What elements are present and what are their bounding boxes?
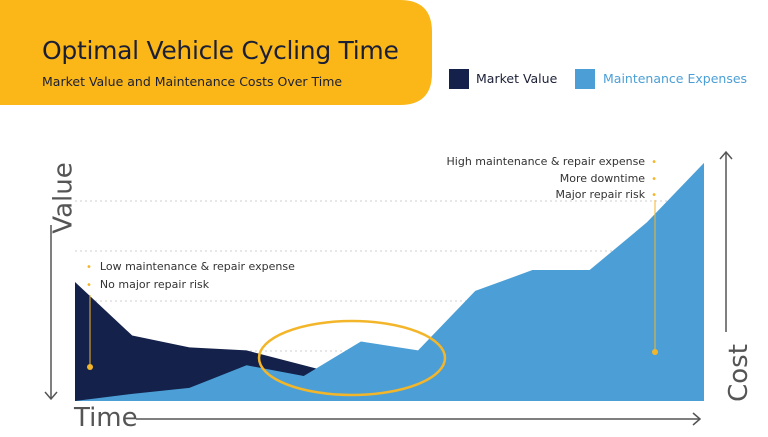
annotation-high-maintenance: High maintenance & repair expense <box>447 155 657 168</box>
y-axis-label-cost: Cost <box>723 344 754 402</box>
annotation-major-repair-risk: Major repair risk <box>556 188 657 201</box>
chart-axes <box>44 150 733 426</box>
legend-swatch-market-value <box>449 69 469 89</box>
annotation-no-major-repair: No major repair risk <box>86 278 209 291</box>
highlight-ellipse <box>257 319 447 397</box>
annotation-more-downtime: More downtime <box>560 172 657 185</box>
x-axis-label-time: Time <box>74 403 138 433</box>
right-leader-dot <box>652 349 658 355</box>
legend-swatch-maintenance <box>575 69 595 89</box>
x-axis-arrow <box>692 412 702 426</box>
title-banner <box>0 0 432 105</box>
page-title: Optimal Vehicle Cycling Time <box>42 36 399 65</box>
annotation-low-maintenance: Low maintenance & repair expense <box>86 260 295 273</box>
y-axis-label-value: Value <box>48 162 79 234</box>
chart-areas <box>75 162 704 401</box>
legend-label-maintenance: Maintenance Expenses <box>603 71 748 86</box>
left-axis-arrow <box>44 391 58 401</box>
page-subtitle: Market Value and Maintenance Costs Over … <box>42 74 343 89</box>
right-axis-arrow <box>719 150 733 160</box>
area-maintenance-expenses <box>75 162 704 401</box>
highlight-group <box>87 200 658 397</box>
left-leader-dot <box>87 364 93 370</box>
legend-label-market-value: Market Value <box>476 71 558 86</box>
